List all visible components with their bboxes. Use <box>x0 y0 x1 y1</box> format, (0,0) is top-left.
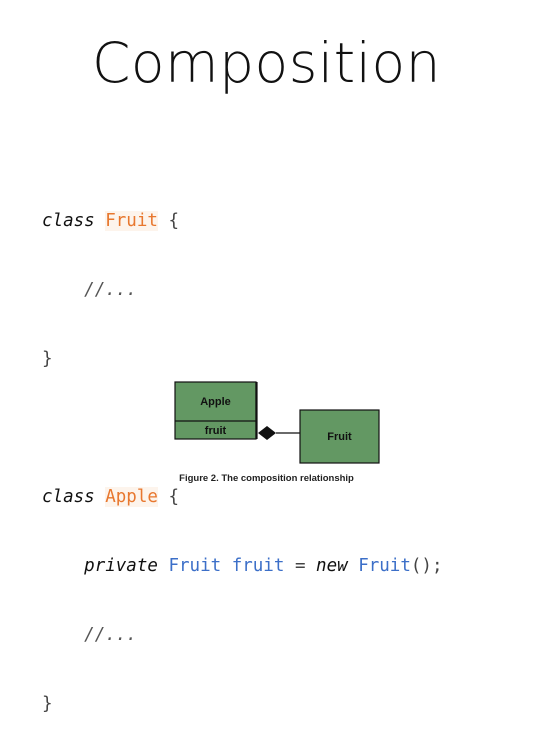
code-line-5: class Apple { <box>42 486 442 509</box>
open-brace: { <box>168 487 180 507</box>
apple-class-name: Apple <box>200 396 231 408</box>
field-type: Fruit <box>168 556 222 576</box>
code-line-6: private Fruit fruit = new Fruit(); <box>42 555 442 578</box>
code-line-8: } <box>42 693 442 716</box>
figure-caption: Figure 2. The composition relationship <box>179 473 354 484</box>
code-line-7: //... <box>42 624 442 647</box>
apple-box <box>174 381 257 440</box>
class-name-fruit: Fruit <box>105 211 158 231</box>
uml-class-fruit: Fruit <box>299 409 380 464</box>
constructor-type: Fruit <box>358 556 411 576</box>
assign-operator: = <box>294 556 306 576</box>
class-name-apple: Apple <box>105 487 158 507</box>
keyword-new: new <box>316 556 348 576</box>
open-brace: { <box>168 211 180 231</box>
uml-diagram: Apple fruit Fruit <box>174 381 380 464</box>
uml-class-apple: Apple fruit <box>174 381 258 440</box>
code-comment: //... <box>84 625 137 645</box>
fruit-box <box>299 409 380 464</box>
keyword-class: class <box>42 211 95 231</box>
fruit-class-name: Fruit <box>327 431 352 443</box>
keyword-private: private <box>84 556 158 576</box>
close-brace: } <box>42 349 53 369</box>
slide-title: Composition <box>92 31 441 95</box>
code-line-3: } <box>42 348 442 371</box>
call-end: (); <box>410 556 443 576</box>
code-line-1: class Fruit { <box>42 210 442 233</box>
code-comment: //... <box>84 280 137 300</box>
field-name: fruit <box>231 556 285 576</box>
code-line-2: //... <box>42 279 442 302</box>
composition-connector <box>258 426 300 440</box>
close-brace: } <box>42 694 53 714</box>
composition-diamond-icon <box>258 426 276 440</box>
apple-field-name: fruit <box>205 425 227 437</box>
keyword-class: class <box>42 487 95 507</box>
